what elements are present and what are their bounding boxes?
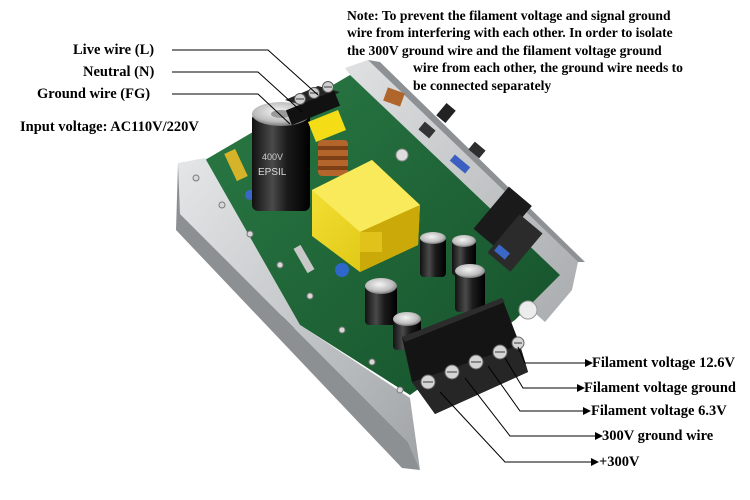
label-neutral: Neutral (N) [83,64,155,80]
yellow-capacitor [308,110,346,142]
label-ground-wire: Ground wire (FG) [37,86,151,102]
inductor-coil [318,140,348,176]
label-filament-12v: Filament voltage 12.6V [592,355,735,371]
label-300v-ground: 300V ground wire [602,428,714,444]
bulk-capacitor: 400V EPSIL [252,102,310,211]
output-terminal-block [402,298,528,414]
note-line: Note: To prevent the filament voltage an… [347,8,671,23]
label-input-voltage: Input voltage: AC110V/220V [20,119,199,135]
chassis-left-wall [176,158,420,470]
label-filament-ground: Filament voltage ground [584,380,736,396]
label-plus-300v: +300V [599,454,640,470]
note-line: wire from interfering with each other. I… [347,25,673,41]
capacitor-brand: EPSIL [258,167,287,178]
output-arrowheads [577,359,603,466]
note-line: be connected separately [413,77,552,93]
filter-capacitors [365,232,485,350]
note-line: wire from each other, the ground wire ne… [413,60,683,76]
input-leader-lines [172,49,319,125]
note-line: the 300V ground wire and the filament vo… [347,42,662,58]
isolation-note: Note: To prevent the filament voltage an… [347,7,747,94]
input-terminal-block [285,81,341,126]
output-leader-lines [439,346,595,463]
label-filament-6v: Filament voltage 6.3V [591,403,727,419]
transformer [312,160,420,272]
capacitor-rating: 400V [262,152,283,162]
label-live-wire: Live wire (L) [73,42,155,58]
